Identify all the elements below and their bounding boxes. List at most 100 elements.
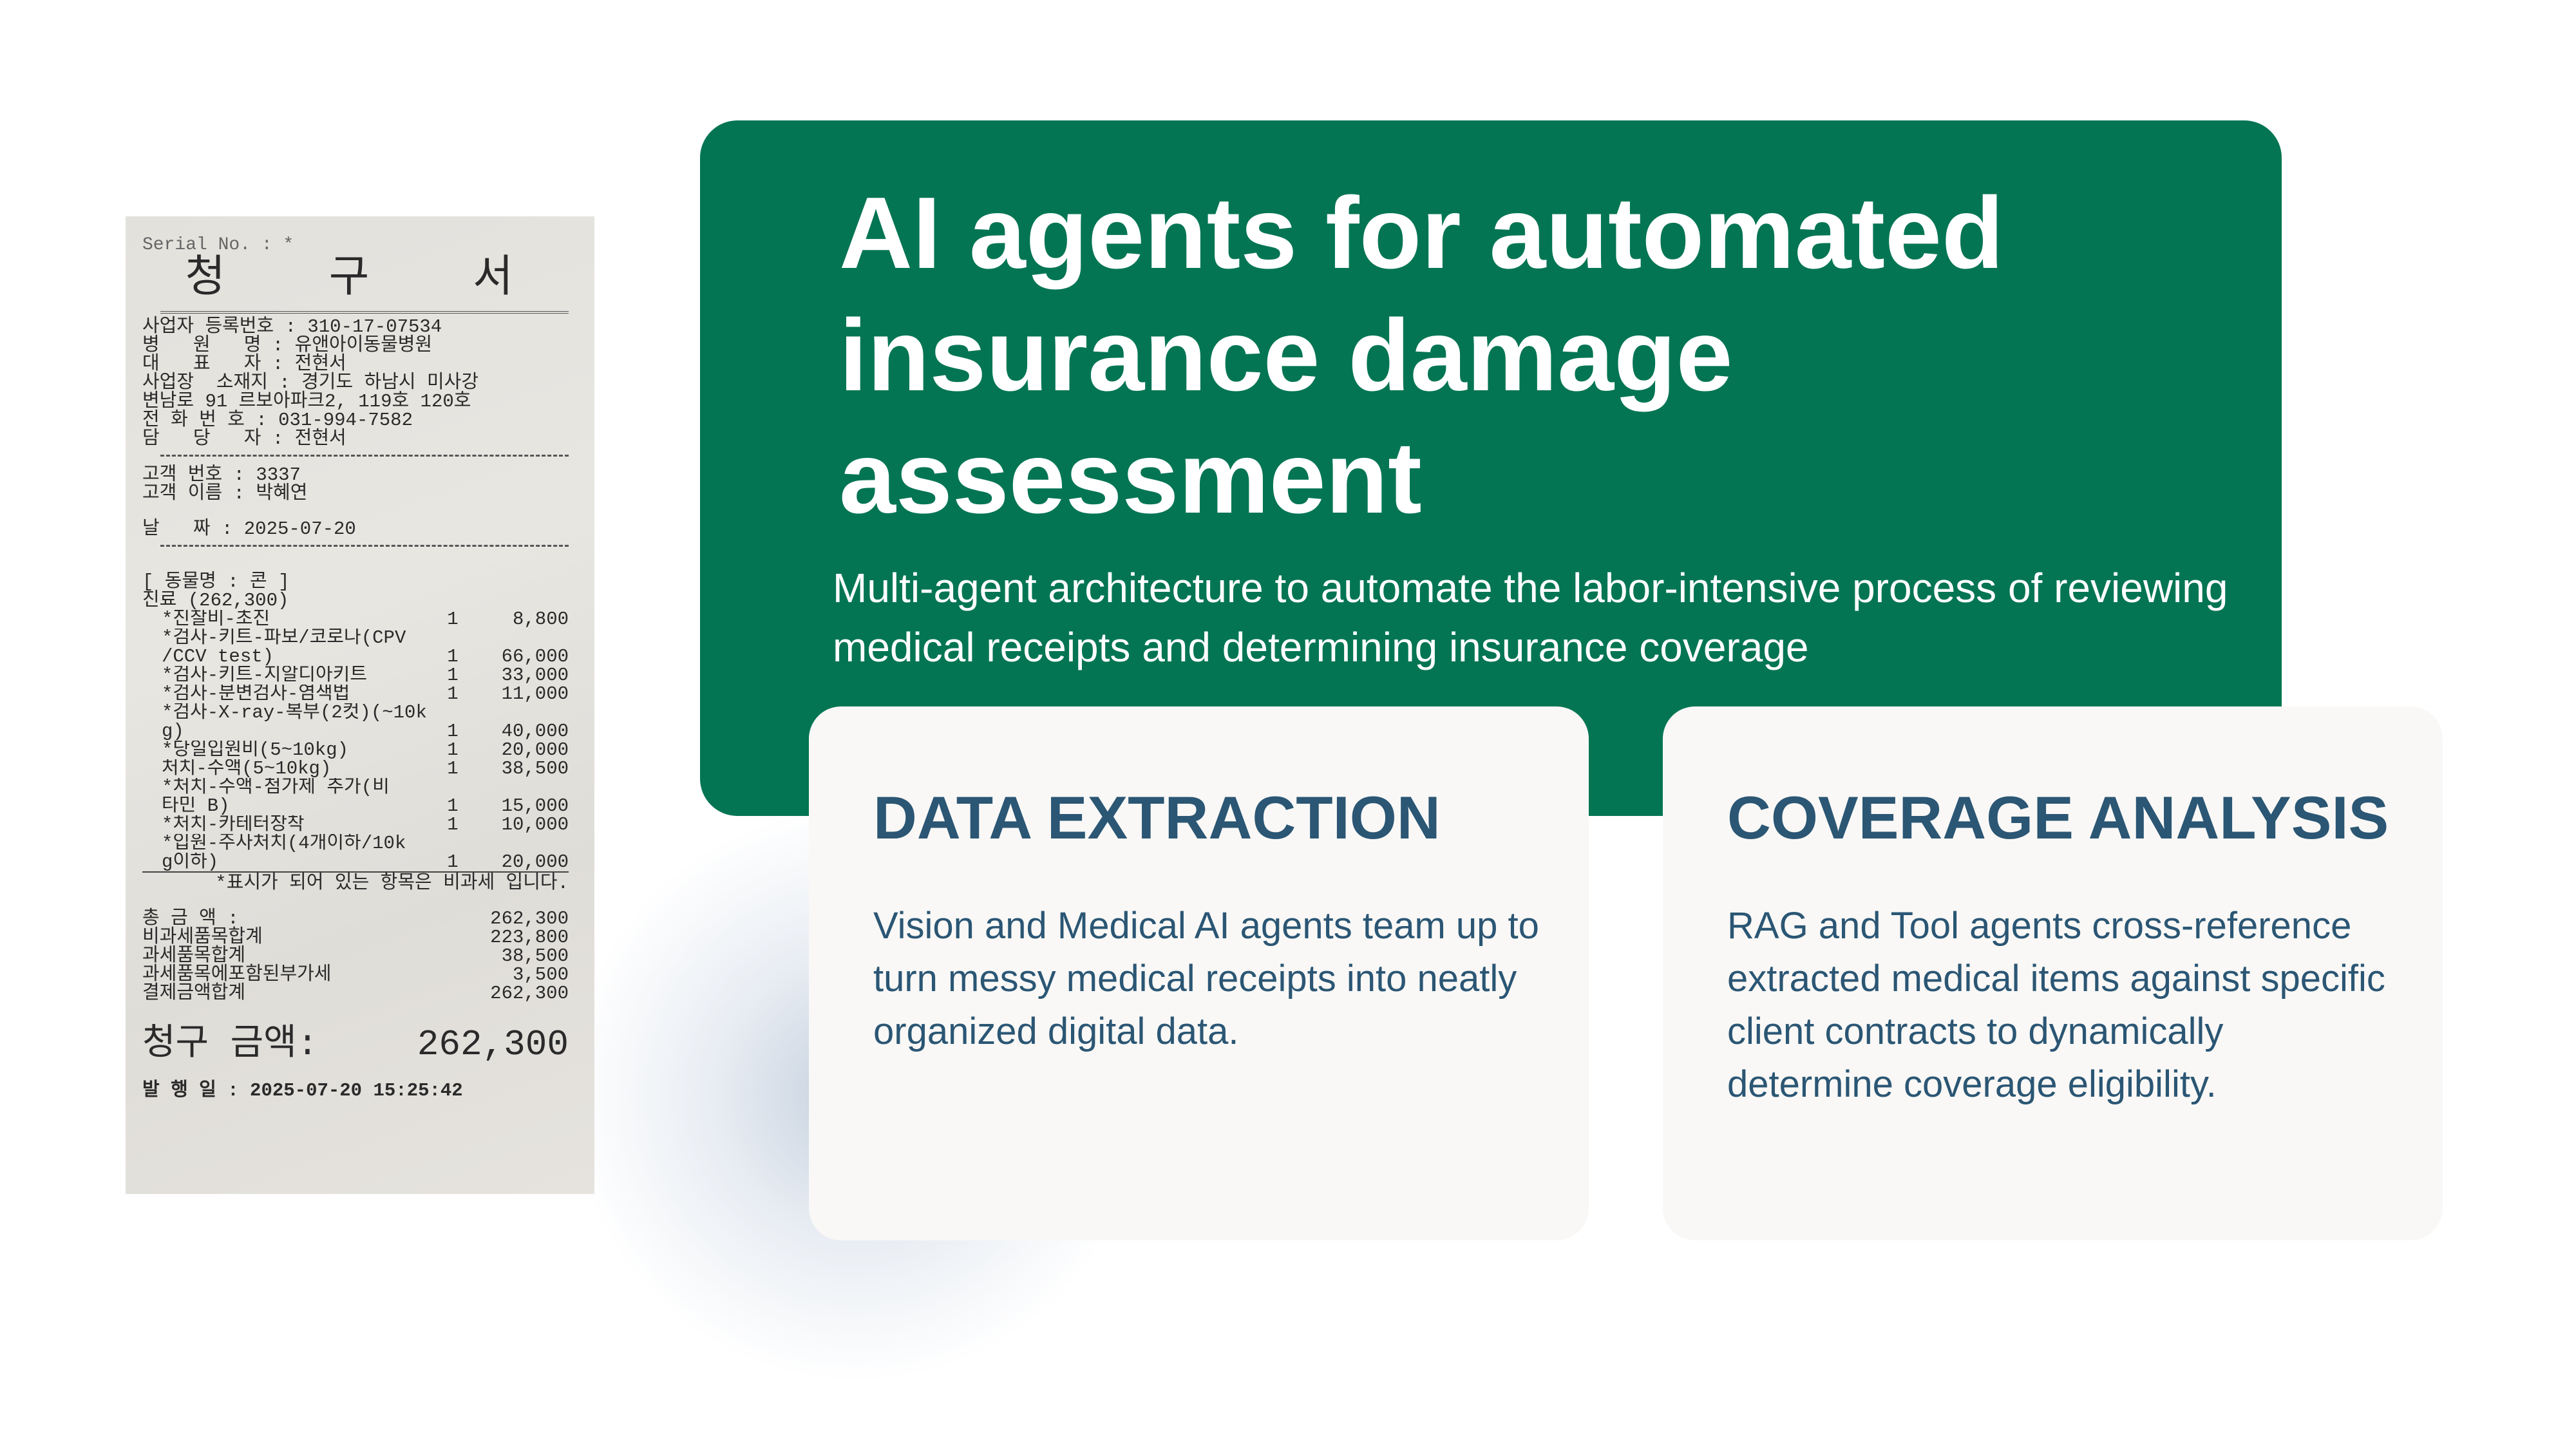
receipt-item-row: /CCV test) 1 66,000: [142, 647, 569, 666]
receipt-item-row: *진찰비-초진 1 8,800: [142, 610, 569, 629]
item-amount: 15,000: [501, 795, 569, 817]
item-amount: 38,500: [501, 758, 569, 779]
summary-label: 비과세품목합계: [142, 927, 263, 948]
receipt-item-row: *검사-키트-지알디아키트 1 33,000: [142, 666, 569, 685]
receipt-item-row: 타민 B) 1 15,000: [142, 797, 569, 815]
item-qty: 1: [447, 758, 459, 779]
item-amount: 10,000: [501, 814, 569, 835]
item-qty: 1: [447, 665, 459, 686]
receipt-date: 날 짜 : 2025-07-20: [142, 518, 356, 540]
receipt-divider: [160, 455, 569, 457]
item-amount: 8,800: [512, 609, 569, 630]
item-qty: [433, 834, 472, 853]
summary-amount: 223,800: [490, 927, 569, 948]
item-name: *당일입원비(5~10kg): [162, 741, 349, 759]
item-name: 처치-수액(5~10kg): [162, 759, 332, 778]
receipt-header-line: 사업장 소재지 : 경기도 하남시 미사강: [142, 372, 479, 393]
item-name: *처치-카테터장착: [162, 815, 305, 834]
receipt-header-line: 대 표 자 : 전현서: [142, 354, 346, 375]
receipt-item-row: *검사-키트-파보/코로나(CPV: [142, 629, 569, 647]
receipt-divider: [160, 545, 569, 547]
receipt-issued: 발 행 일 : 2025-07-20 15:25:42: [142, 1080, 463, 1101]
receipt-item-row: *입원-주사처치(4개이하/10k: [142, 834, 569, 853]
item-amount: 66,000: [501, 646, 569, 667]
item-amount: [472, 703, 569, 722]
hero-subtitle: Multi-agent architecture to automate the…: [833, 565, 2228, 670]
receipt-section: 진료 (262,300): [142, 590, 289, 611]
card-title: DATA EXTRACTION: [873, 784, 1441, 851]
hero-text: AI agents for automated insurance damage…: [833, 172, 2269, 677]
summary-label: 결제금액합계: [142, 983, 246, 1004]
card-text: RAG and Tool agents cross-reference extr…: [1727, 905, 2385, 1105]
item-amount: [472, 834, 569, 853]
summary-label: 총 금 액 :: [142, 908, 239, 929]
receipt-serial: Serial No. : *: [142, 235, 294, 255]
receipt-header-line: 전 화 번 호 : 031-994-7582: [142, 410, 413, 431]
receipt-item-row: *처치-카테터장착 1 10,000: [142, 815, 569, 834]
receipt-header-line: 담 당 자 : 전현서: [142, 428, 346, 450]
card-data-extraction: DATA EXTRACTION Vision and Medical AI ag…: [809, 706, 1589, 1240]
receipt-summary-row: 과세품목합계 38,500: [142, 947, 569, 965]
receipt-item-row: *처치-수액-첨가제 추가(비: [142, 778, 569, 797]
receipt-item-row: *당일입원비(5~10kg) 1 20,000: [142, 741, 569, 759]
summary-amount: 3,500: [512, 964, 569, 985]
receipt-customer-line: 고객 이름 : 박혜연: [142, 483, 308, 504]
item-name: *진찰비-초진: [162, 610, 270, 629]
item-name: *검사-X-ray-복부(2컷)(~10k: [162, 703, 427, 722]
item-qty: 1: [447, 721, 459, 742]
summary-amount: 262,300: [490, 908, 569, 929]
item-qty: 1: [447, 683, 459, 705]
item-name: *검사-키트-지알디아키트: [162, 666, 368, 685]
item-amount: [472, 778, 569, 797]
receipt-header-line: 사업자 등록번호 : 310-17-07534: [142, 316, 442, 337]
item-amount: [472, 629, 569, 647]
item-qty: 1: [447, 814, 459, 835]
receipt-claim: 청구 금액: 262,300: [142, 1022, 569, 1067]
item-amount: 20,000: [501, 851, 569, 873]
receipt-item-row: *검사-X-ray-복부(2컷)(~10k: [142, 703, 569, 722]
card-text: Vision and Medical AI agents team up to …: [873, 905, 1539, 1052]
item-qty: 1: [447, 646, 459, 667]
item-qty: 1: [447, 795, 459, 817]
receipt-pet: [ 동물명 : 콘 ]: [142, 571, 290, 592]
receipt-header-line: 병 원 명 : 유앤아이동물병원: [142, 335, 433, 356]
receipt-image: Serial No. : * 청 구 서 사업자 등록번호 : 310-17-0…: [126, 216, 594, 1194]
card-coverage-analysis: COVERAGE ANALYSIS RAG and Tool agents cr…: [1663, 706, 2443, 1240]
item-qty: 1: [447, 609, 459, 630]
summary-amount: 38,500: [501, 945, 569, 967]
item-name: /CCV test): [162, 647, 274, 666]
receipt-summary-row: 총 금 액 : 262,300: [142, 909, 569, 928]
item-qty: [433, 778, 472, 797]
item-qty: [433, 703, 472, 722]
receipt-customer-line: 고객 번호 : 3337: [142, 464, 301, 486]
receipt-summary-row: 비과세품목합계 223,800: [142, 928, 569, 947]
item-name: g이하): [162, 853, 219, 871]
hero-title: AI agents for automated insurance damage…: [839, 176, 2004, 535]
item-name: *처치-수액-첨가제 추가(비: [162, 778, 390, 797]
receipt-summary-row: 과세품목에포함된부가세 3,500: [142, 965, 569, 984]
item-qty: [433, 629, 472, 647]
item-name: *입원-주사처치(4개이하/10k: [162, 834, 406, 853]
receipt-note: *표시가 되어 있는 항목은 비과세 입니다.: [142, 871, 569, 893]
item-amount: 40,000: [501, 721, 569, 742]
item-amount: 33,000: [501, 665, 569, 686]
receipt-item-row: g) 1 40,000: [142, 722, 569, 741]
item-name: 타민 B): [162, 797, 230, 815]
item-name: *검사-분변검사-염색법: [162, 685, 350, 703]
receipt-item-row: g이하) 1 20,000: [142, 853, 569, 871]
item-amount: 20,000: [501, 739, 569, 761]
item-qty: 1: [447, 851, 459, 873]
receipt-summary: 총 금 액 : 262,300 비과세품목합계 223,800 과세품목합계 38,500…: [142, 909, 569, 1003]
item-name: *검사-키트-파보/코로나(CPV: [162, 629, 406, 647]
summary-label: 과세품목합계: [142, 945, 246, 967]
item-name: g): [162, 722, 184, 741]
item-qty: 1: [447, 739, 459, 761]
claim-amount: 262,300: [417, 1024, 569, 1065]
card-title: COVERAGE ANALYSIS: [1727, 784, 2389, 851]
summary-label: 과세품목에포함된부가세: [142, 964, 332, 985]
receipt-items: *진찰비-초진 1 8,800 *검사-키트-파보/코로나(CPV/CCV test)…: [142, 610, 569, 871]
